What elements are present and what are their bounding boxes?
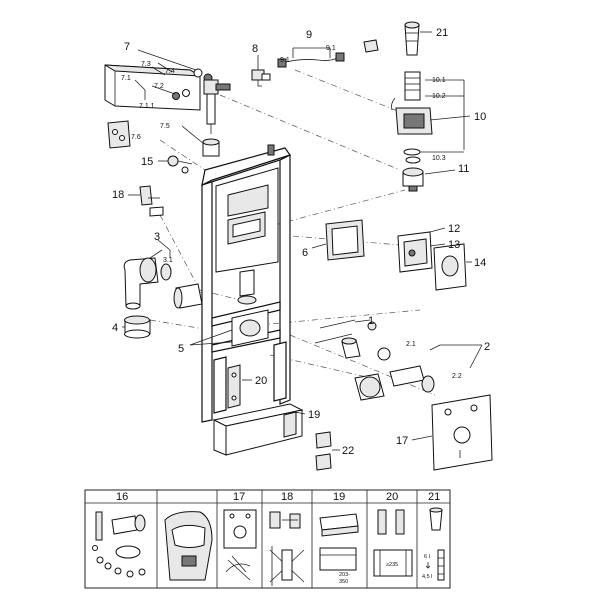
callout-4: 4 [112,322,118,334]
part-19-foot-support [212,403,304,456]
legend-cell-20: ≥235 [373,509,413,577]
leader-lines [122,31,483,451]
part-6-cover-plate [325,219,365,261]
callout-18: 18 [112,189,124,201]
legend-six-l: 6 l [424,554,430,560]
part-21-overflow-pipe [404,21,420,56]
legend-cell-21: 6 l 4,5 l [422,507,445,581]
part-2-connection-set [341,337,435,401]
accessory-legend-table: 16 17 18 19 20 21 [84,489,451,589]
legend-dim-350: 350 [339,579,348,585]
callout-8: 8 [252,43,258,55]
callout-7-5: 7.5 [160,123,170,130]
legend-dim-203: 203- [339,572,350,578]
part-14-flush-plate [433,243,467,291]
callout-7: 7 [124,41,130,53]
legend-four-five-l: 4,5 l [422,574,432,580]
callout-21: 21 [436,27,448,39]
legend-header-20: 20 [386,491,398,503]
callout-3: 3 [154,231,160,243]
part-11-drain-valve [402,167,424,192]
part-10-flush-valve [391,71,433,164]
callout-2: 2 [484,341,490,353]
legend-header-18: 18 [281,491,293,503]
part-9-flexible-hose [277,39,379,68]
legend-cell-17 [223,509,257,581]
part-18-fixing-set [139,185,164,217]
callout-9: 9 [306,29,312,41]
part-3-flush-bend [123,257,203,310]
legend-cell-18 [269,511,305,586]
callout-7-3: 7.3 [141,61,151,68]
callout-1: 1 [368,315,374,327]
legend-cell-toilet [164,511,213,581]
callout-13: 13 [448,239,460,251]
callout-7-1-1: 7.1.1 [139,103,155,110]
callout-7-2: 7.2 [154,83,164,90]
legend-header-16: 16 [116,491,128,503]
part-17-installation-template [431,394,493,471]
callout-19: 19 [308,409,320,421]
callout-2-2: 2.2 [452,373,462,380]
part-12-13-actuation-frame [397,231,433,273]
callout-12: 12 [448,223,460,235]
callout-15: 15 [141,156,153,168]
part-22-clips [315,431,332,471]
callout-7-6: 7.6 [131,134,141,141]
callout-labels: 7 7.4 7.3 7.2 7.1 7.1.1 7.5 7.6 8 9 9.1 … [112,27,490,457]
callout-11: 11 [458,163,469,175]
callout-14: 14 [474,257,486,269]
legend-header-17: 17 [233,491,245,503]
callout-10: 10 [474,111,486,123]
legend-dim-235: ≥235 [386,562,398,568]
callout-10-1: 10.1 [432,77,446,84]
callout-5: 5 [178,343,184,355]
assembly-guide-lines [149,69,436,396]
callout-2-1: 2.1 [406,341,416,348]
callout-17: 17 [396,435,408,447]
callout-10-3: 10.3 [432,155,446,162]
callout-3-1: 3.1 [163,257,173,264]
part-1-fixing-bolts [314,319,377,344]
legend-header-21: 21 [428,491,440,503]
callout-7-1: 7.1 [121,75,131,82]
callout-20: 20 [255,375,267,387]
legend-cell-19: 203- 350 [319,513,359,585]
callout-6: 6 [302,247,308,259]
callout-22: 22 [342,445,354,457]
part-4-pipe-sleeve [124,315,151,339]
callout-9-1-left: 9.1 [280,57,290,64]
part-7-fill-valve-set [104,64,231,157]
part-8-angle-valve [251,69,271,87]
callout-9-1-right: 9.1 [326,45,336,52]
legend-header-19: 19 [333,491,345,503]
installation-frame [201,144,291,423]
legend-cell-16 [92,511,146,578]
part-20-leg-bracket [227,364,241,409]
part-15-wall-bracket [167,155,193,174]
callout-7-4: 7.4 [165,68,175,75]
callout-10-2: 10.2 [432,93,446,100]
